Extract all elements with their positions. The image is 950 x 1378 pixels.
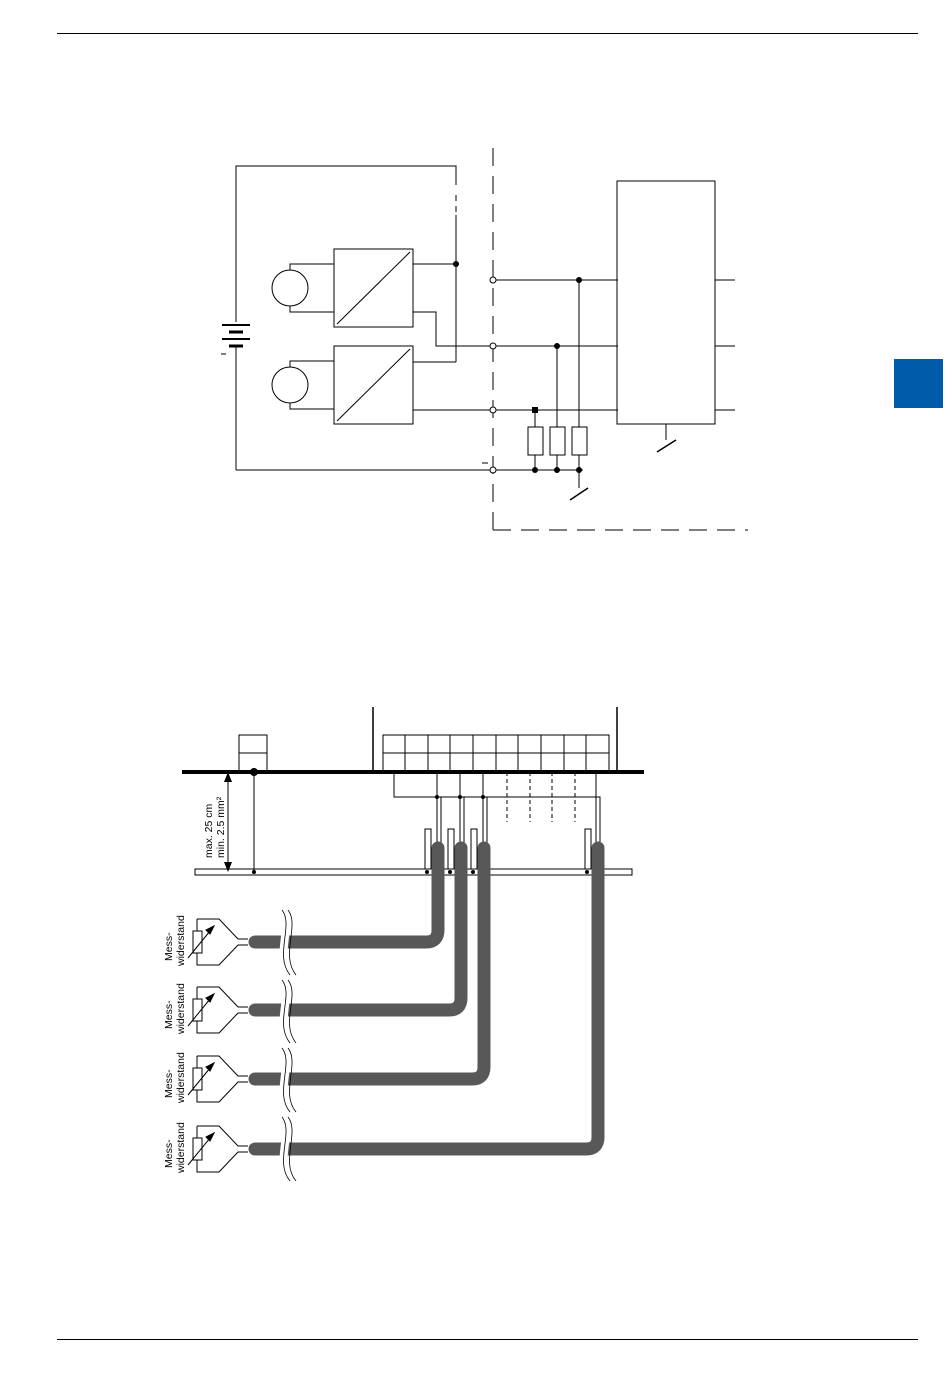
bottom-rule (57, 1339, 918, 1340)
shield-connection-diagram: max. 25 cm min. 2.5 mm² (0, 700, 950, 1190)
sensor-label-1b: widerstand (175, 915, 187, 967)
sensor-label-4b: widerstand (175, 1122, 187, 1174)
sensor-label-3a: Mess- (163, 1069, 175, 1098)
load-resistor-3 (572, 427, 587, 455)
shield-clamp-3 (471, 829, 477, 869)
sensor-label-1a: Mess- (163, 932, 175, 961)
ground-symbol-resistors (570, 488, 588, 500)
load-resistor-1 (528, 427, 543, 455)
sensor-label-3b: widerstand (175, 1052, 187, 1104)
rtd-sensor-3 (188, 1056, 248, 1102)
load-resistor-2 (550, 427, 565, 455)
shield-clamp-4 (585, 829, 591, 869)
transducer-wiring-diagram (0, 140, 950, 540)
shield-clamp-2 (448, 829, 454, 869)
loop-wire-top (236, 166, 456, 322)
rtd-sensor-1 (188, 919, 248, 965)
shield-clamp-1 (425, 829, 431, 869)
terminal-4 (490, 467, 496, 473)
sensor-label-2a: Mess- (163, 1000, 175, 1029)
distance-label: max. 25 cm (203, 803, 215, 858)
shield-bus-bar (195, 869, 632, 875)
sensor-circle-1 (272, 270, 308, 306)
shielded-cable-4 (255, 848, 598, 1149)
top-rule (57, 33, 918, 34)
sensor-circle-2 (272, 367, 308, 403)
terminal-1 (490, 277, 496, 283)
terminal-strip (383, 735, 609, 772)
sensor-label-2b: widerstand (175, 983, 187, 1035)
terminal-2 (490, 343, 496, 349)
sensor-label-4a: Mess- (163, 1139, 175, 1168)
shielded-cable-3 (255, 848, 484, 1079)
rtd-sensor-4 (188, 1126, 248, 1172)
analog-input-module (617, 181, 715, 424)
terminal-3 (490, 407, 496, 413)
cross-section-label: min. 2.5 mm² (215, 796, 227, 858)
rtd-sensor-2 (188, 987, 248, 1033)
ground-symbol-module (657, 440, 676, 452)
